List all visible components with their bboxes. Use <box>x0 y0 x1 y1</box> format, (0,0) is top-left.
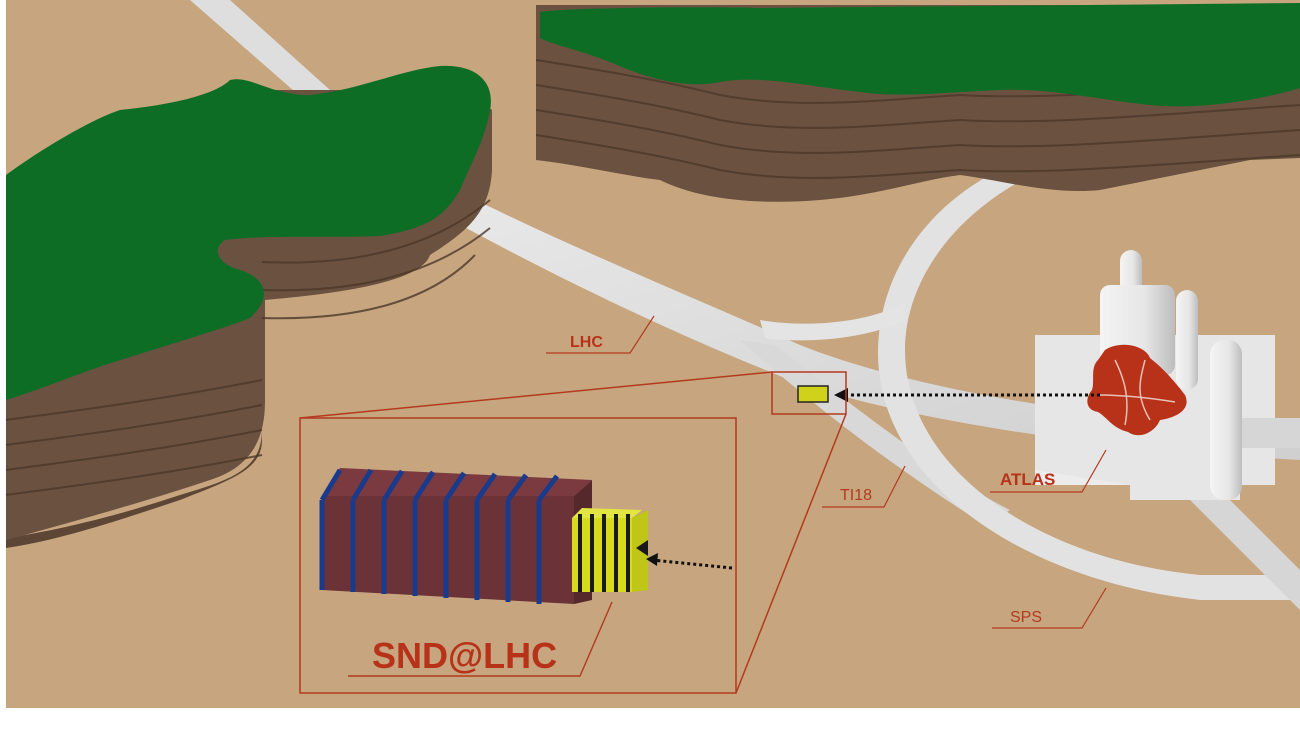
tunnel-top-left <box>190 0 350 112</box>
label-lhc: LHC <box>546 315 655 354</box>
zoom-source-box <box>771 371 847 415</box>
label-atlas: ATLAS <box>990 449 1107 493</box>
label-sps-text: SPS <box>1010 609 1042 626</box>
terrain-right <box>535 3 1300 202</box>
label-ti18-text: TI18 <box>840 487 872 504</box>
terrain-left <box>5 65 492 548</box>
inset-arrow-head <box>646 553 658 566</box>
sps-lower-branch <box>1180 490 1300 610</box>
neutrino-arrow-icon <box>834 388 848 402</box>
zoom-line-bottom <box>735 413 847 694</box>
label-sps: SPS <box>992 587 1107 629</box>
neutrino-line-inset <box>651 558 733 570</box>
zoom-line-top <box>299 371 773 419</box>
lhc-connector <box>760 302 905 341</box>
label-atlas-text: ATLAS <box>1000 470 1055 489</box>
snd-detector-icon <box>319 468 648 604</box>
label-snd-text: SND@LHC <box>372 635 557 676</box>
label-lhc-text: LHC <box>570 334 603 351</box>
label-ti18: TI18 <box>822 465 906 508</box>
snd-inset-box <box>299 417 737 694</box>
atlas-detector-icon <box>1035 250 1300 500</box>
tiny-detector <box>797 385 829 403</box>
label-snd: SND@LHC <box>348 601 613 677</box>
